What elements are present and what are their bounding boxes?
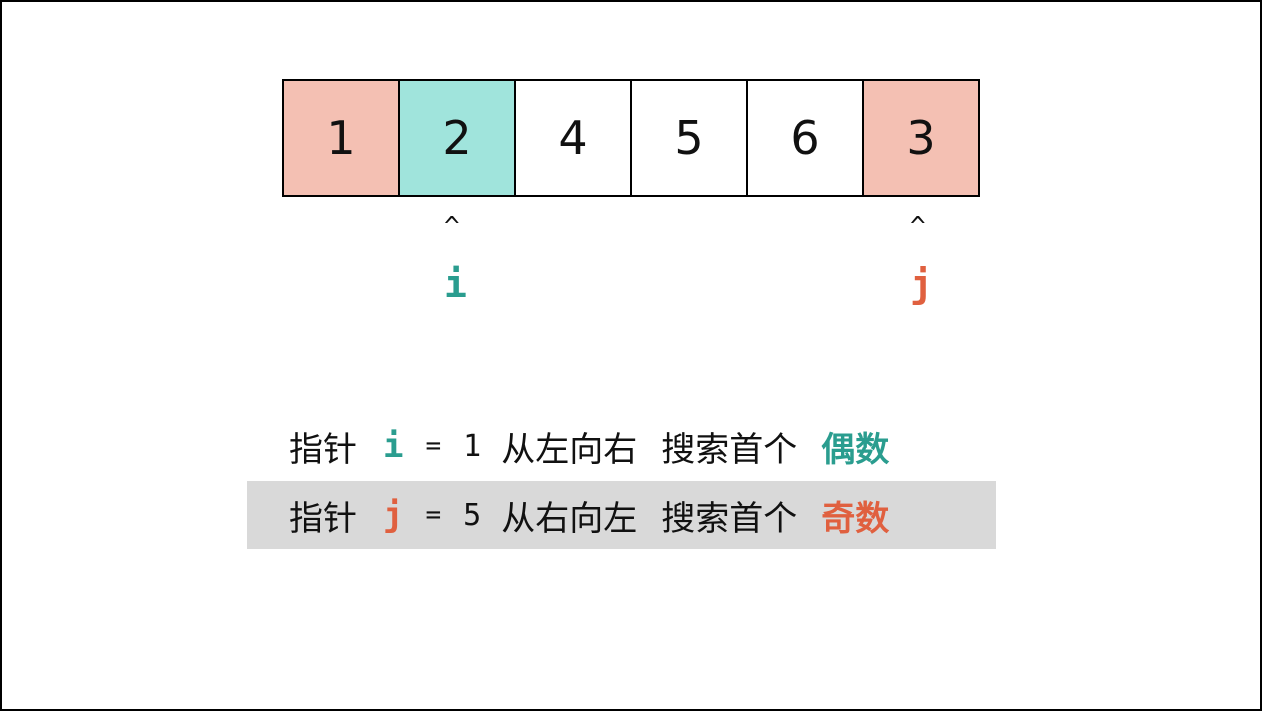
line-prefix: 指针 <box>289 498 357 539</box>
line-action: 搜索首个 <box>661 429 798 470</box>
line-eq: = <box>425 431 442 461</box>
line-action: 搜索首个 <box>661 498 798 539</box>
array: 1 2 4 5 6 3 <box>282 79 980 197</box>
line-prefix: 指针 <box>289 429 357 470</box>
pointer-j-caret-icon: ^ <box>910 212 926 242</box>
array-cell-1: 2 <box>400 81 516 195</box>
line-target: 奇数 <box>821 498 890 539</box>
line-target: 偶数 <box>821 429 890 470</box>
description-line-j: 指针 j = 5 从右向左 搜索首个 奇数 <box>247 481 996 549</box>
array-cell-4: 6 <box>748 81 864 195</box>
line-var: i <box>383 426 404 466</box>
line-dir: 从左向右 <box>501 429 638 470</box>
line-var: j <box>383 495 404 535</box>
line-num: 5 <box>463 497 482 533</box>
line-num: 1 <box>463 428 482 464</box>
array-cell-2: 4 <box>516 81 632 195</box>
description-line-i: 指针 i = 1 从左向右 搜索首个 偶数 <box>247 412 996 480</box>
pointer-i-caret-icon: ^ <box>444 212 460 242</box>
pointer-j-label: j <box>910 262 933 306</box>
line-dir: 从右向左 <box>501 498 638 539</box>
line-eq: = <box>425 500 442 530</box>
pointer-i-label: i <box>444 262 467 306</box>
array-cell-3: 5 <box>632 81 748 195</box>
array-cell-5: 3 <box>864 81 980 195</box>
array-cell-0: 1 <box>284 81 400 195</box>
